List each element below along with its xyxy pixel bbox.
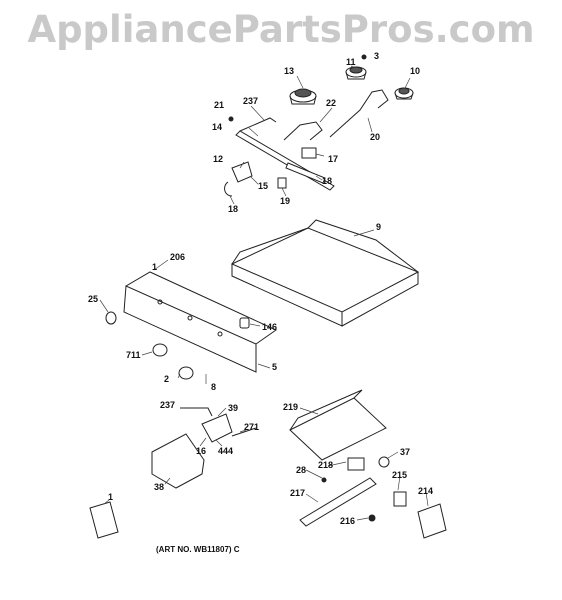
tube-22 <box>283 121 323 141</box>
manual-1 <box>89 501 119 539</box>
broiler-box-219 <box>289 389 387 461</box>
art-number: (ART NO. WB11807) C <box>156 545 240 554</box>
part-214 <box>417 503 447 539</box>
callout-38: 38 <box>154 482 165 492</box>
knob-711 <box>152 343 168 357</box>
valve-39 <box>201 413 233 443</box>
callout-21: 21 <box>214 100 225 110</box>
callout-12: 12 <box>213 154 224 164</box>
callout-444: 444 <box>218 446 234 456</box>
part-146 <box>239 317 250 329</box>
callout-18-left: 18 <box>228 204 239 214</box>
callout-28: 28 <box>296 465 307 475</box>
callout-217: 217 <box>290 488 306 498</box>
callout-8: 8 <box>211 382 217 392</box>
callout-271: 271 <box>244 422 260 432</box>
screw-21 <box>228 116 234 122</box>
callout-22: 22 <box>326 98 337 108</box>
callout-14: 14 <box>212 122 223 132</box>
bracket-38 <box>151 433 205 489</box>
callout-146: 146 <box>262 322 278 332</box>
callout-218: 218 <box>318 460 334 470</box>
part-25 <box>105 311 117 325</box>
callout-10: 10 <box>410 66 421 76</box>
callout-16: 16 <box>196 446 207 456</box>
callout-39: 39 <box>228 403 239 413</box>
tube-237 <box>180 407 213 417</box>
callout-9: 9 <box>376 222 382 232</box>
callout-37: 37 <box>400 447 411 457</box>
part-28 <box>321 477 327 483</box>
part-215 <box>393 491 407 507</box>
callout-216: 216 <box>340 516 356 526</box>
callout-5: 5 <box>272 362 278 372</box>
callout-18-right: 18 <box>322 176 333 186</box>
callout-206: 206 <box>170 252 186 262</box>
callout-17: 17 <box>328 154 339 164</box>
bracket-18 <box>285 162 326 184</box>
burner-13 <box>289 88 317 105</box>
callout-15: 15 <box>258 181 269 191</box>
part-37 <box>378 456 390 468</box>
callout-237-valve: 237 <box>160 400 176 410</box>
igniter-218 <box>347 457 365 471</box>
burner-10 <box>394 87 414 100</box>
burner-217 <box>299 477 377 527</box>
valve-17 <box>301 147 317 159</box>
callout-215: 215 <box>392 470 408 480</box>
callout-711: 711 <box>126 350 141 360</box>
screw-3 <box>361 54 367 60</box>
callout-11: 11 <box>346 57 356 67</box>
knob-2 <box>178 366 194 380</box>
callout-19: 19 <box>280 196 291 206</box>
callout-3: 3 <box>374 51 380 61</box>
orifice-271 <box>231 427 257 437</box>
burner-11 <box>345 66 367 80</box>
clip-19 <box>277 177 287 189</box>
callout-20: 20 <box>370 132 381 142</box>
burner-box-9 <box>230 219 420 327</box>
tube-20 <box>329 89 389 138</box>
callout-219: 219 <box>283 402 299 412</box>
spring-18 <box>224 181 233 197</box>
callout-214: 214 <box>418 486 434 496</box>
watermark: AppliancePartsPros.com <box>27 8 535 51</box>
part-216 <box>368 514 376 522</box>
callout-13: 13 <box>284 66 295 76</box>
callout-25: 25 <box>88 294 99 304</box>
callout-1-manual: 1 <box>108 492 114 502</box>
callout-1-top: 1 <box>152 262 158 272</box>
callout-2: 2 <box>164 374 170 384</box>
callout-237-top: 237 <box>243 96 259 106</box>
manifold-panel-5 <box>123 271 278 373</box>
